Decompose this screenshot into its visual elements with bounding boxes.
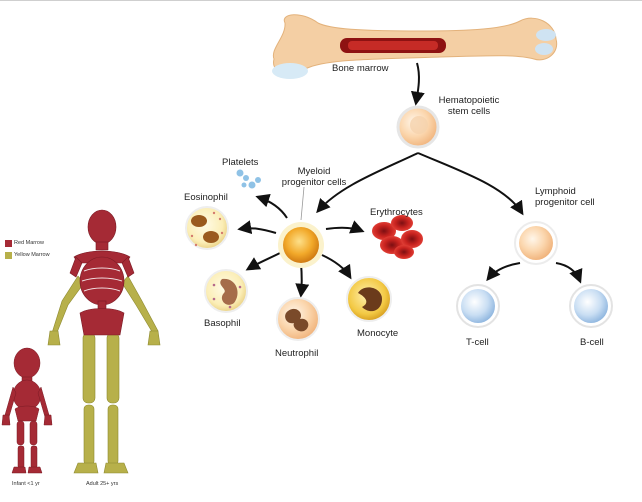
arrow-to-bcell	[555, 262, 583, 284]
basophil-cell	[204, 269, 248, 313]
arrow-stem-to-lymphoid	[417, 152, 524, 216]
arrow-to-basophil	[245, 252, 281, 271]
legend-label-red: Red Marrow	[14, 240, 44, 246]
neutrophil-cell	[276, 297, 320, 341]
monocyte-cell	[346, 276, 392, 322]
label-basophil: Basophil	[204, 318, 241, 329]
legend-swatch-red	[5, 240, 12, 247]
lymphoid-progenitor-cell	[514, 221, 558, 265]
eosinophil-cell	[185, 206, 229, 250]
label-lymphoid-progenitor: Lymphoid progenitor cell	[535, 186, 595, 208]
arrow-stem-to-myeloid	[316, 152, 419, 214]
arrow-marrow-to-stem	[410, 62, 425, 106]
label-myeloid-progenitor: Myeloid progenitor cells	[281, 166, 347, 188]
bcell-cell	[569, 284, 613, 328]
tcell-cell	[456, 284, 500, 328]
flow-arrows	[237, 62, 583, 298]
arrow-to-tcell	[486, 262, 521, 282]
label-hematopoietic-stem-cells: Hematopoietic stem cells	[438, 95, 500, 117]
myeloid-pointer	[300, 186, 305, 221]
label-bone-marrow: Bone marrow	[332, 63, 389, 74]
label-eosinophil: Eosinophil	[184, 192, 228, 203]
caption-adult: Adult 25+ yrs	[86, 481, 119, 487]
label-tcell: T-cell	[466, 337, 489, 348]
caption-infant: Infant <1 yr	[12, 481, 40, 487]
legend-label-yellow: Yellow Marrow	[14, 252, 50, 258]
arrow-to-eosinophil	[237, 220, 277, 235]
stem-cell	[396, 105, 440, 149]
bone-illustration	[272, 14, 558, 79]
label-monocyte: Monocyte	[357, 328, 399, 339]
label-erythrocytes: Erythrocytes	[370, 207, 423, 218]
erythrocytes-cells	[372, 215, 423, 259]
adult-skeleton	[47, 209, 161, 474]
myeloid-progenitor-cell	[278, 222, 324, 268]
label-neutrophil: Neutrophil	[275, 348, 319, 359]
label-bcell: B-cell	[580, 337, 604, 348]
infant-skeleton	[1, 347, 53, 474]
arrow-to-monocyte	[321, 254, 352, 280]
arrow-to-erythrocytes	[325, 220, 365, 234]
label-platelets: Platelets	[222, 157, 259, 168]
legend-swatch-yellow	[5, 252, 12, 259]
arrow-to-platelets	[255, 193, 288, 219]
platelets-icon	[236, 169, 261, 189]
